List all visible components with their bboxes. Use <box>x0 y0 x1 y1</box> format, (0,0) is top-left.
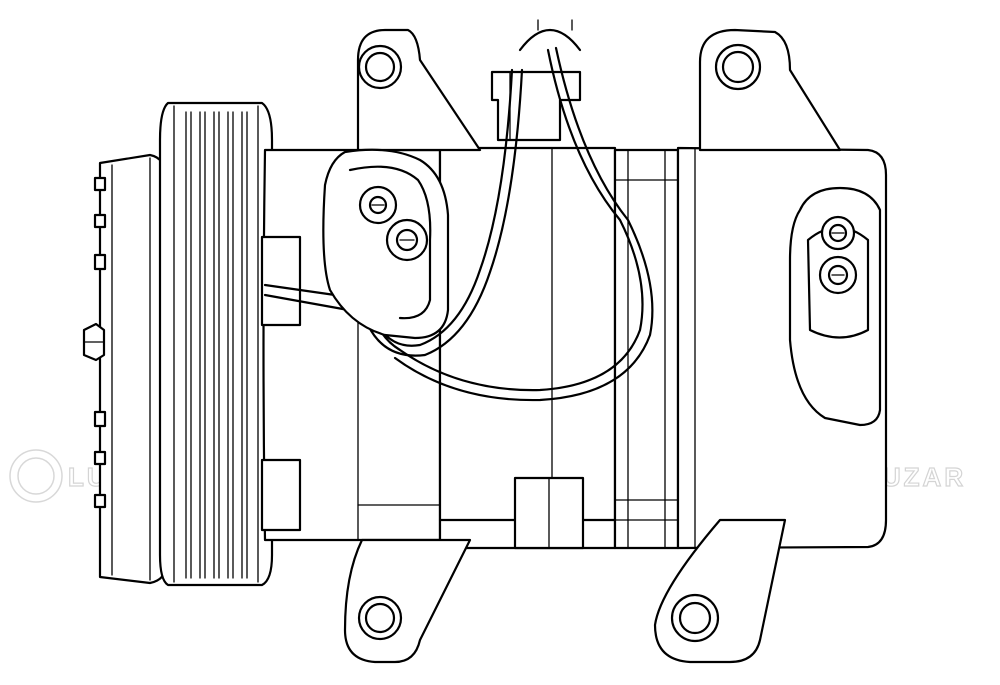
pulley <box>158 101 274 587</box>
clutch-plate <box>82 153 170 585</box>
rear-spacer <box>613 148 680 550</box>
center-hex-nut <box>82 322 106 362</box>
front-housing-left-tabs <box>260 235 302 532</box>
center-lower-lug <box>513 476 585 550</box>
mounting-ear-bottom-left <box>343 538 472 664</box>
valve-cap-lower <box>385 218 429 262</box>
service-port-right <box>788 186 882 427</box>
service-port-left <box>322 148 450 340</box>
mounting-ear-top-right <box>698 28 842 152</box>
mounting-ear-bottom-right <box>653 518 787 664</box>
lower-body-details <box>264 499 679 541</box>
valve-cap-lower-right <box>818 255 858 295</box>
luzar-logo-icon <box>9 449 63 503</box>
center-housing <box>438 146 617 550</box>
valve-cap-upper-right <box>820 215 856 251</box>
pulley-grooves <box>185 111 248 579</box>
mounting-ear-top-left <box>356 28 482 152</box>
clutch-bolts <box>93 176 107 509</box>
valve-cap-upper <box>358 185 398 225</box>
